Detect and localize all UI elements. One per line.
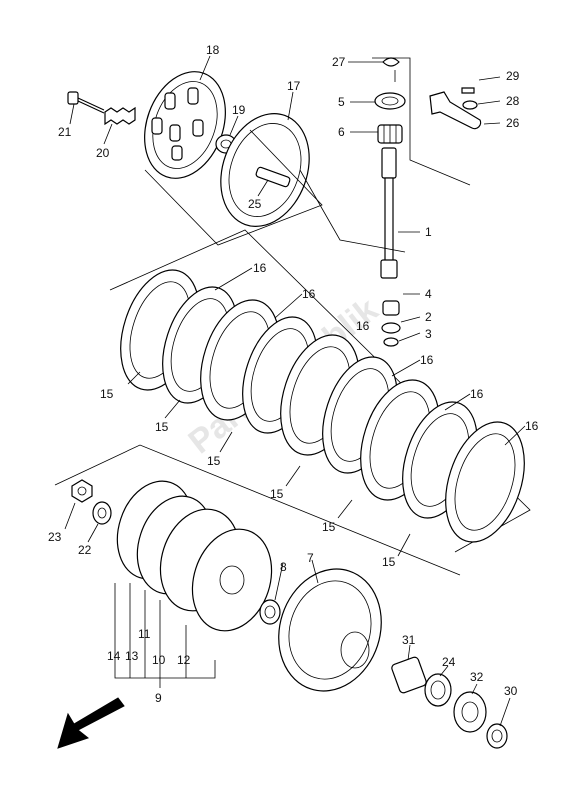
callout-19: 19 xyxy=(232,103,246,117)
callout-21: 21 xyxy=(58,125,72,139)
clutch-spring[interactable] xyxy=(104,106,136,126)
callout-16a: 16 xyxy=(253,261,267,275)
primary-driven-gear-7[interactable] xyxy=(263,556,396,705)
friction-plate-stack[interactable] xyxy=(107,260,539,552)
callout-22: 22 xyxy=(78,543,92,557)
callout-13: 13 xyxy=(125,649,139,663)
callout-23: 23 xyxy=(48,530,62,544)
callout-29: 29 xyxy=(506,69,520,83)
leader-lines xyxy=(64,55,526,727)
callout-11: 11 xyxy=(138,627,151,641)
callout-25: 25 xyxy=(248,197,262,211)
clip-29[interactable] xyxy=(461,87,475,94)
callout-15d: 15 xyxy=(270,487,284,501)
washer-22[interactable] xyxy=(92,501,112,525)
callout-24: 24 xyxy=(442,655,456,669)
callout-5: 5 xyxy=(338,95,345,109)
ball-4[interactable] xyxy=(382,300,400,316)
callout-6: 6 xyxy=(338,125,345,139)
callout-27: 27 xyxy=(332,55,346,69)
callout-3: 3 xyxy=(425,327,432,341)
push-rod-25[interactable] xyxy=(255,166,291,188)
oil-seal-5[interactable] xyxy=(374,92,406,110)
callout-18: 18 xyxy=(206,43,220,57)
nut-3[interactable] xyxy=(383,337,399,347)
callout-7: 7 xyxy=(307,551,314,565)
washer-8[interactable] xyxy=(259,599,281,625)
callout-15c: 15 xyxy=(207,454,221,468)
clutch-boss-assembly[interactable] xyxy=(105,471,284,641)
callout-26: 26 xyxy=(506,116,520,130)
lever-spring-27[interactable] xyxy=(382,57,400,82)
nut-23[interactable] xyxy=(71,479,93,503)
callout-8: 8 xyxy=(280,560,287,574)
callout-2: 2 xyxy=(425,310,432,324)
spring-bolt[interactable] xyxy=(67,91,105,114)
spacer-31[interactable] xyxy=(391,656,428,694)
callout-4: 4 xyxy=(425,287,432,301)
callout-15e: 15 xyxy=(322,520,336,534)
gear-32[interactable] xyxy=(453,691,487,733)
callout-31: 31 xyxy=(402,633,416,647)
callout-30: 30 xyxy=(504,684,518,698)
callout-16d: 16 xyxy=(420,353,434,367)
callout-28: 28 xyxy=(506,94,520,108)
callout-12: 12 xyxy=(177,653,191,667)
washer-2[interactable] xyxy=(381,322,401,334)
lever-26[interactable] xyxy=(429,91,482,130)
bearing-24[interactable] xyxy=(424,673,452,707)
bearing-6[interactable] xyxy=(377,124,403,144)
callout-9: 9 xyxy=(155,691,162,705)
front-direction-arrow-icon xyxy=(57,697,125,749)
callout-32: 32 xyxy=(470,670,484,684)
callout-16c: 16 xyxy=(356,319,370,333)
callout-15f: 15 xyxy=(382,555,396,569)
callout-16b: 16 xyxy=(302,287,316,301)
callout-16e: 16 xyxy=(470,387,484,401)
callout-20: 20 xyxy=(96,146,110,160)
callout-15a: 15 xyxy=(100,387,114,401)
callout-10: 10 xyxy=(152,653,166,667)
push-lever-shaft-1[interactable] xyxy=(380,147,398,279)
callout-labels: 1 2 3 4 5 6 7 8 9 10 11 12 13 14 15 15 1… xyxy=(48,43,539,705)
callout-17: 17 xyxy=(287,79,301,93)
washer-28[interactable] xyxy=(462,100,478,110)
callout-1: 1 xyxy=(425,225,432,239)
callout-14: 14 xyxy=(107,649,121,663)
callout-16f: 16 xyxy=(525,419,539,433)
callout-15b: 15 xyxy=(155,420,169,434)
washer-30[interactable] xyxy=(486,723,508,749)
